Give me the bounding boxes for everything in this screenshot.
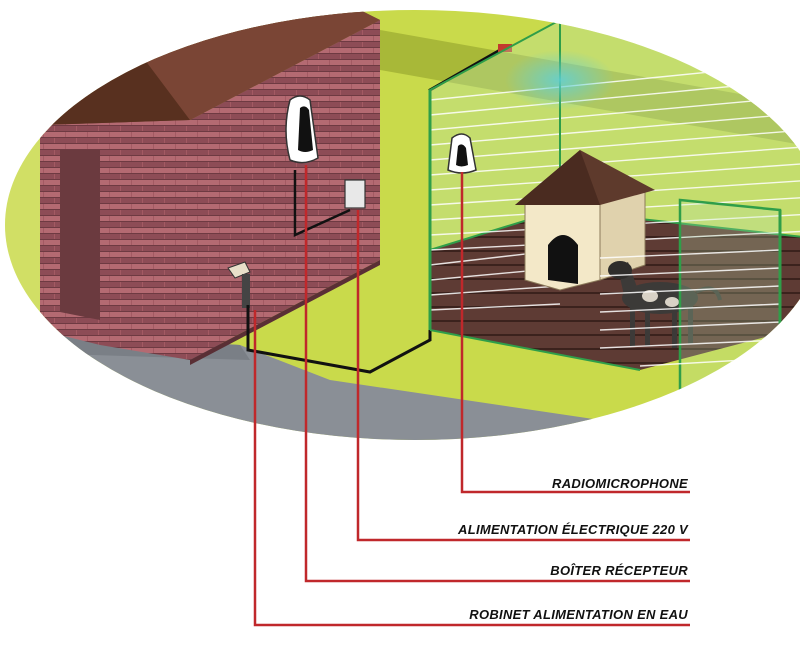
kennel-enclosure: [428, 18, 800, 392]
callout-label-receiver-box: BOÎTER RÉCEPTEUR: [550, 563, 688, 578]
callout-label-radiomicrophone: RADIOMICROPHONE: [552, 476, 688, 491]
callout-line-water-tap: [253, 310, 690, 627]
radio-signal: [505, 50, 615, 110]
callout-label-power-supply: ALIMENTATION ÉLECTRIQUE 220 V: [458, 522, 688, 537]
callout-line-receiver-box: [304, 165, 690, 583]
house-door: [60, 150, 100, 320]
scene-illustration: [5, 10, 800, 440]
callout-line-power-supply: [356, 210, 690, 542]
power-outlet-box: [344, 179, 366, 209]
callout-label-water-tap: ROBINET ALIMENTATION EN EAU: [469, 607, 688, 622]
cable-junction: [498, 44, 512, 52]
callout-lines: [253, 165, 690, 627]
callout-line-radiomicrophone: [460, 172, 690, 494]
doghouse: [515, 150, 655, 291]
